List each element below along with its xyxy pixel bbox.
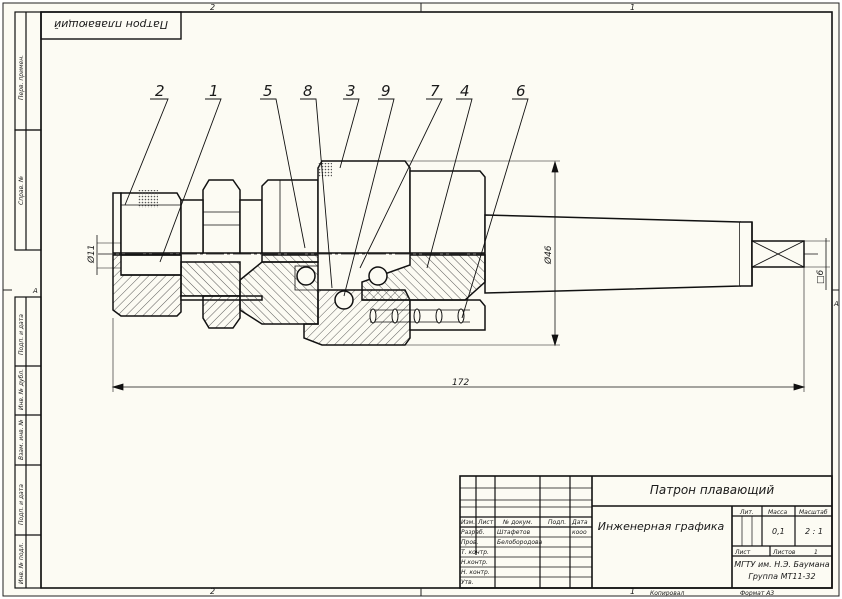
callout-7: 7 (430, 82, 440, 100)
strip-label-sign2: Подп. и дата (18, 484, 25, 525)
row-developer: Разраб. (461, 529, 485, 536)
date-value: кооо (572, 529, 587, 536)
strip-label-ref: Справ. № (18, 176, 25, 205)
callout-8: 8 (303, 82, 313, 100)
hdr-change: Изм. (461, 519, 475, 526)
sheet-label: Лист (734, 549, 751, 556)
sheets-label: Листов (772, 549, 796, 556)
product-name: Патрон плавающий (650, 483, 774, 497)
strip-label-orig: Инв. № подл. (18, 543, 25, 584)
dimension-lines (96, 160, 830, 392)
strip-label-sign1: Подп. и дата (18, 314, 25, 355)
zone-top-right: 1 (630, 3, 635, 12)
callout-2: 2 (155, 82, 165, 100)
row-tcontrol: Т. контр. (461, 549, 489, 556)
zone-side-left: A (32, 287, 38, 295)
hdr-date: Дата (571, 519, 588, 526)
left-strip-bottom (14, 296, 42, 589)
row-ncontrol-a: Н.контр. (461, 559, 488, 566)
mass-value: 0,1 (772, 527, 785, 536)
checker-name: Белобородова (497, 539, 543, 546)
sheets-value: 1 (814, 549, 818, 556)
dim-dia-small: Ø11 (86, 244, 97, 264)
hdr-sheet: Лист (477, 519, 494, 526)
strip-label-first-use: Перв. примен. (18, 55, 25, 100)
part-drawing (98, 160, 820, 346)
footer-format: Формат А3 (740, 590, 774, 597)
zone-markers (3, 3, 839, 596)
row-approved: Утв. (461, 579, 474, 586)
callout-5: 5 (263, 82, 273, 100)
callout-4: 4 (460, 82, 470, 100)
scale-value: 2 : 1 (805, 527, 823, 536)
dim-dia-large: Ø46 (543, 245, 554, 265)
org-line-2: Группа МТ11-32 (748, 572, 815, 581)
callout-6: 6 (516, 82, 526, 100)
strip-label-dup: Инв. № дубл. (18, 369, 25, 410)
title-block (459, 475, 833, 589)
hdr-sign: Подп. (548, 519, 566, 526)
dim-length: 172 (452, 378, 469, 388)
subject-name: Инженерная графика (598, 520, 725, 533)
mass-label: Масса (768, 509, 787, 516)
hdr-doc: № докум. (502, 519, 533, 526)
row-checker: Пров. (461, 539, 479, 546)
callout-1: 1 (209, 82, 219, 100)
zone-bottom-left: 2 (210, 587, 215, 596)
scale-label: Масштаб (799, 509, 828, 516)
zone-side-right: A (833, 300, 839, 308)
callout-3: 3 (346, 82, 356, 100)
dim-square: □6 (816, 269, 826, 284)
left-strip-top (14, 11, 42, 251)
zone-bottom-right: 1 (630, 587, 635, 596)
callout-9: 9 (381, 82, 391, 100)
row-ncontrol-b: Н. контр. (461, 569, 490, 576)
strip-label-replace: Взам. инв. № (18, 419, 25, 460)
callout-numbers: 2 1 5 8 3 9 7 4 6 (155, 82, 526, 100)
mirrored-title: Патрон плавающий (54, 18, 168, 31)
org-line-1: МГТУ им. Н.Э. Баумана (734, 560, 830, 569)
lit-label: Лит. (739, 509, 754, 516)
callout-leaders (124, 98, 529, 319)
developer-name: Штафетов (497, 529, 531, 536)
footer-copied: Копировал (650, 590, 684, 597)
zone-top-left: 2 (210, 3, 215, 12)
